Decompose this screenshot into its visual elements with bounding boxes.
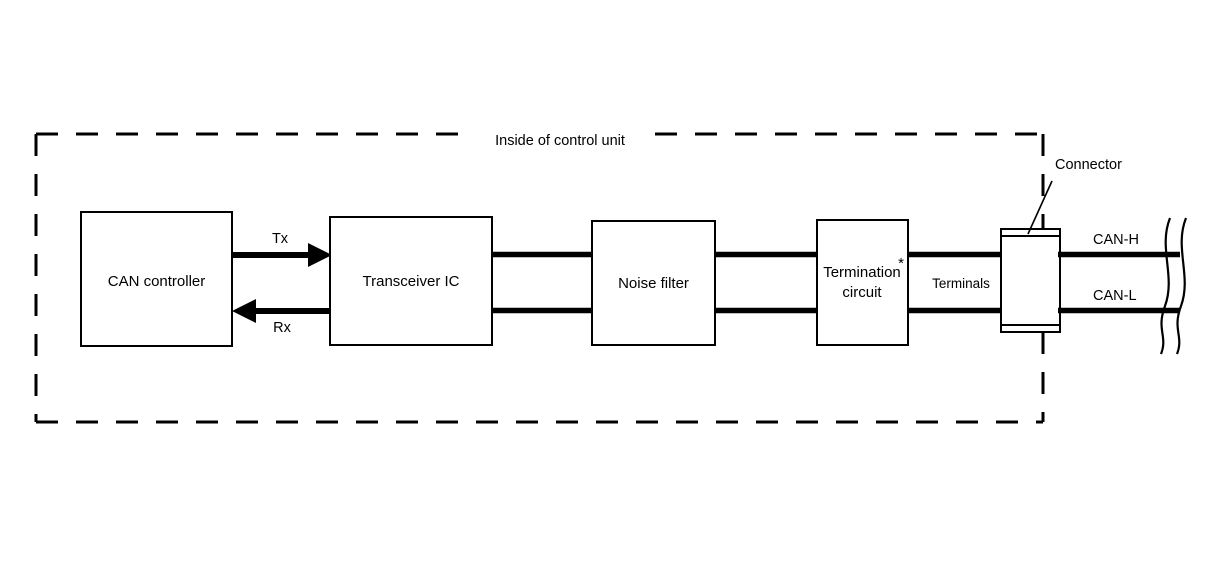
termination-circuit-label-line2: circuit (842, 284, 882, 301)
block-noise-filter[interactable]: Noise filter (591, 220, 716, 346)
noise-filter-box (591, 220, 716, 346)
can-controller-box (80, 211, 233, 347)
tx-arrow-head (308, 243, 332, 267)
transceiver-ic-label: Transceiver IC (363, 273, 460, 290)
transceiver-ic-box (329, 216, 493, 346)
connector-box (1000, 228, 1061, 333)
tx-label: Tx (272, 231, 289, 247)
can-high-label: CAN-H (1093, 232, 1139, 248)
termination-circuit-box (816, 219, 909, 346)
rx-signal-arrow (232, 299, 330, 323)
tx-signal-arrow (232, 243, 332, 267)
connector-symbol[interactable] (1000, 228, 1061, 333)
connector-label: Connector (1055, 157, 1122, 173)
harness-break-wave-left (1159, 217, 1172, 355)
termination-circuit-label-line1: Termination (823, 264, 901, 281)
harness-break-marks (1159, 217, 1188, 355)
can-low-label: CAN-L (1093, 288, 1137, 304)
harness-break-wave-right (1175, 217, 1188, 355)
can-controller-label: CAN controller (108, 273, 206, 290)
block-termination-circuit[interactable]: Termination * circuit (816, 219, 909, 346)
termination-footnote-asterisk: * (898, 255, 904, 272)
terminals-label: Terminals (932, 276, 990, 291)
block-can-controller[interactable]: CAN controller (80, 211, 233, 347)
block-transceiver-ic[interactable]: Transceiver IC (329, 216, 493, 346)
rx-arrow-head (232, 299, 256, 323)
control-unit-boundary (34, 132, 1045, 424)
noise-filter-label: Noise filter (618, 275, 689, 292)
boundary-title-label: Inside of control unit (495, 133, 625, 149)
rx-label: Rx (273, 320, 291, 336)
connector-leader-line (1027, 180, 1053, 235)
